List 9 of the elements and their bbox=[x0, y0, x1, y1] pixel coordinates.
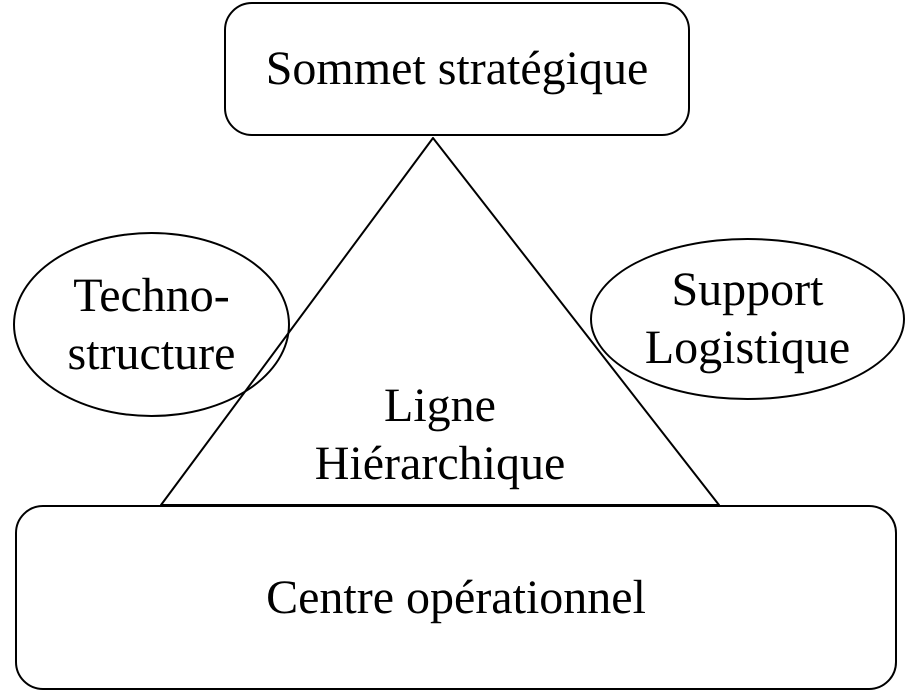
operations-box bbox=[15, 505, 897, 690]
node-label: Ligne Hiérarchique bbox=[314, 378, 566, 492]
support-ellipse bbox=[590, 238, 905, 400]
node-label: Centre opérationnel bbox=[266, 570, 646, 626]
apex-box bbox=[224, 2, 690, 136]
node-label: Techno- structure bbox=[66, 268, 236, 382]
node-label: Support Logistique bbox=[644, 262, 852, 376]
staff-ellipse bbox=[13, 232, 290, 417]
node-label: Sommet stratégique bbox=[266, 41, 648, 98]
